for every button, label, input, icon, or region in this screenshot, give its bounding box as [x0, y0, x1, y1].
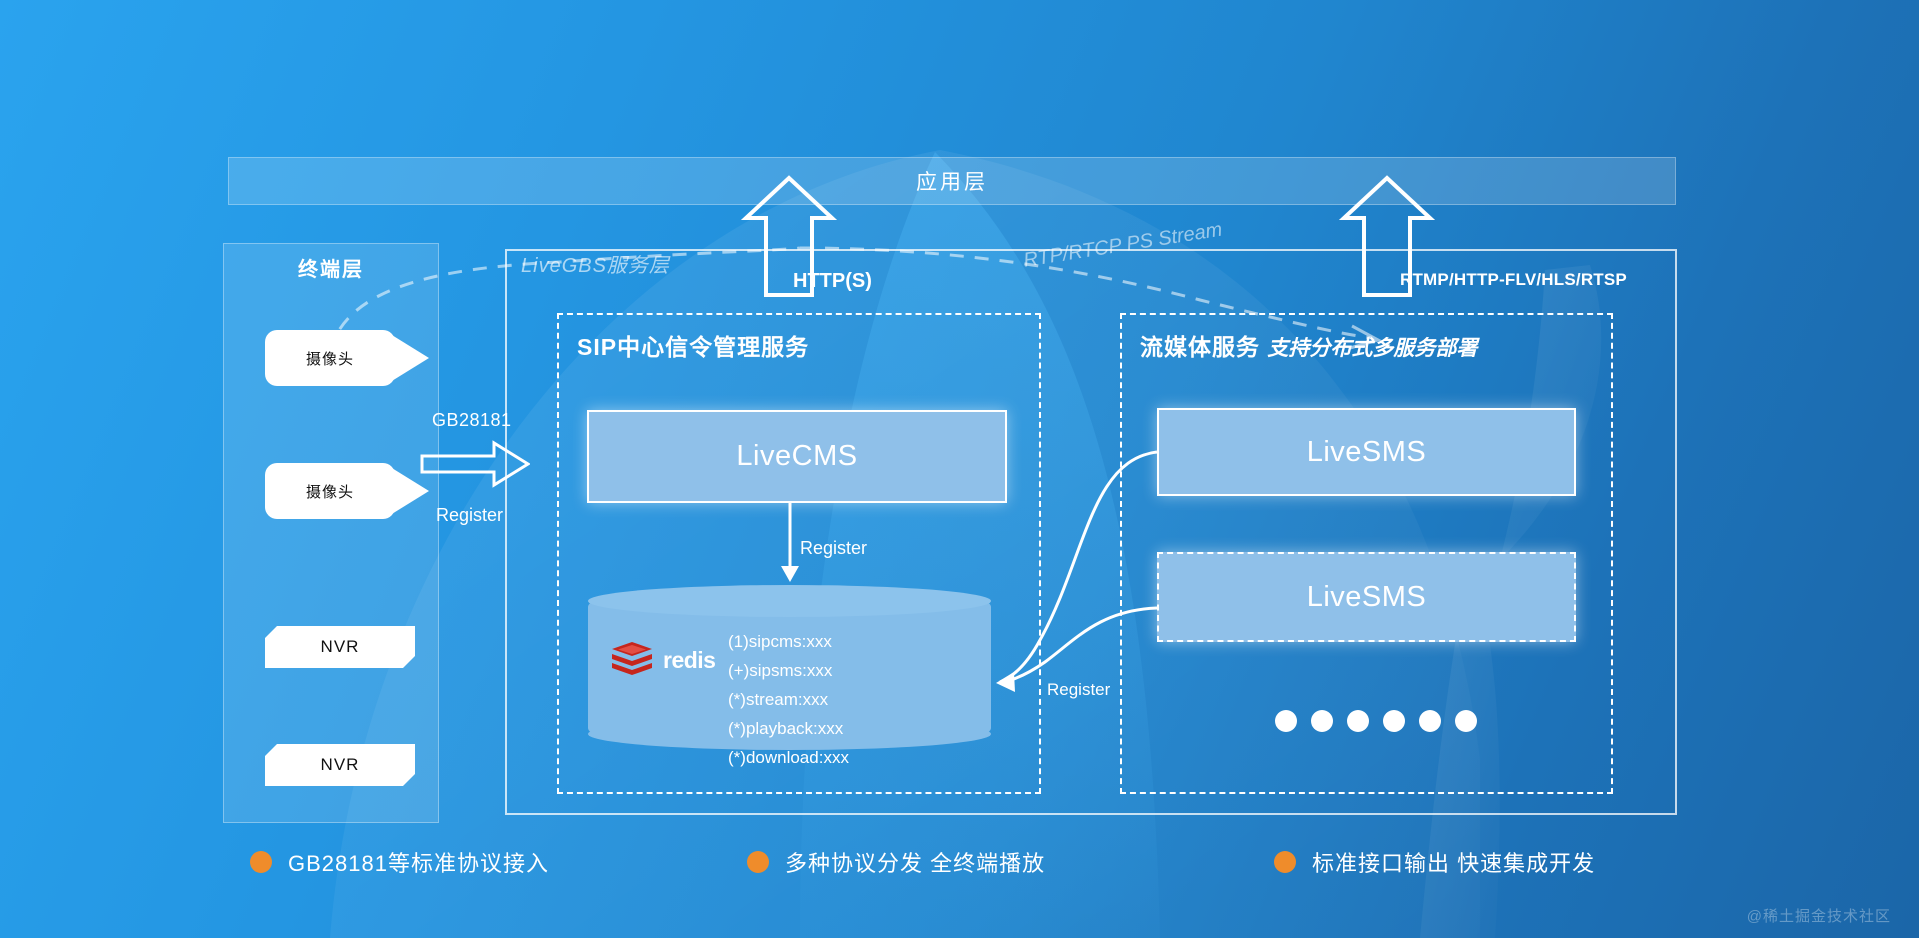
legend: GB28181等标准协议接入 多种协议分发 全终端播放 标准接口输出 快速集成开…: [250, 846, 1670, 886]
gb28181-protocol-label: GB28181: [432, 410, 512, 430]
redis-key: (+)sipsms:xxx: [728, 661, 833, 680]
livecms-label: LiveCMS: [736, 440, 858, 472]
redis-key: (*)download:xxx: [728, 748, 849, 767]
register-label-cms: Register: [800, 538, 868, 558]
device-label: 摄像头: [265, 330, 395, 386]
cylinder-top: [588, 585, 991, 617]
terminal-layer-title: 终端层: [298, 259, 364, 281]
device-nvr-2: NVR: [265, 744, 415, 786]
sms-section-title: 流媒体服务 支持分布式多服务部署: [1140, 328, 1477, 362]
redis-datastore-cylinder: redis (1)sipcms:xxx (+)sipsms:xxx (*)str…: [588, 585, 991, 767]
http-protocol-label: HTTP(S): [793, 270, 872, 292]
indicator-dot: [1419, 710, 1441, 732]
sms-section-title-sub: 支持分布式多服务部署: [1267, 337, 1478, 360]
register-label-sms: Register: [1047, 680, 1111, 699]
sip-section-title: SIP中心信令管理服务: [577, 334, 810, 360]
redis-icon: [612, 642, 652, 675]
redis-key-list: (1)sipcms:xxx (+)sipsms:xxx (*)stream:xx…: [728, 627, 849, 772]
legend-item-2: 多种协议分发 全终端播放: [747, 846, 1045, 878]
legend-item-label: 多种协议分发 全终端播放: [785, 851, 1046, 876]
livesms-label: LiveSMS: [1306, 435, 1427, 468]
legend-item-label: 标准接口输出 快速集成开发: [1312, 851, 1596, 876]
indicator-dot: [1311, 710, 1333, 732]
application-layer-bar: 应用层: [228, 157, 1676, 205]
gb28181-ingest-arrow-icon: [420, 440, 530, 488]
legend-item-3: 标准接口输出 快速集成开发: [1274, 846, 1595, 878]
legend-bullet-icon: [1274, 851, 1296, 873]
register-label-terminal: Register: [436, 505, 504, 525]
device-label: 摄像头: [265, 463, 395, 519]
device-label: NVR: [265, 626, 415, 668]
redis-wordmark: redis: [663, 646, 716, 673]
sms-section-title-main: 流媒体服务: [1140, 334, 1260, 360]
indicator-dot: [1275, 710, 1297, 732]
legend-item-label: GB28181等标准协议接入: [288, 851, 549, 876]
legend-item-1: GB28181等标准协议接入: [250, 846, 549, 878]
livesms-service-box-1[interactable]: LiveSMS: [1157, 408, 1576, 496]
redis-key: (*)playback:xxx: [728, 719, 844, 738]
indicator-dot: [1347, 710, 1369, 732]
output-protocol-label: RTMP/HTTP-FLV/HLS/RTSP: [1400, 270, 1627, 289]
indicator-dot: [1383, 710, 1405, 732]
redis-key: (*)stream:xxx: [728, 690, 829, 709]
legend-bullet-icon: [250, 851, 272, 873]
livesms-label: LiveSMS: [1306, 580, 1427, 613]
redis-logo: redis: [610, 641, 716, 679]
device-camera-1: 摄像头: [265, 330, 429, 386]
watermark: @稀土掘金技术社区: [1746, 908, 1891, 925]
device-label: NVR: [265, 744, 415, 786]
legend-bullet-icon: [747, 851, 769, 873]
application-layer-title: 应用层: [916, 171, 988, 194]
livecms-service-box[interactable]: LiveCMS: [587, 410, 1007, 503]
redis-key: (1)sipcms:xxx: [728, 632, 832, 651]
livesms-service-box-2[interactable]: LiveSMS: [1157, 552, 1576, 642]
indicator-dot: [1455, 710, 1477, 732]
device-nvr-1: NVR: [265, 626, 415, 668]
livegbs-service-layer-title: LiveGBS服务层: [521, 255, 670, 277]
additional-instances-indicator: [1275, 710, 1477, 732]
device-camera-2: 摄像头: [265, 463, 429, 519]
cylinder-body: [588, 601, 991, 734]
